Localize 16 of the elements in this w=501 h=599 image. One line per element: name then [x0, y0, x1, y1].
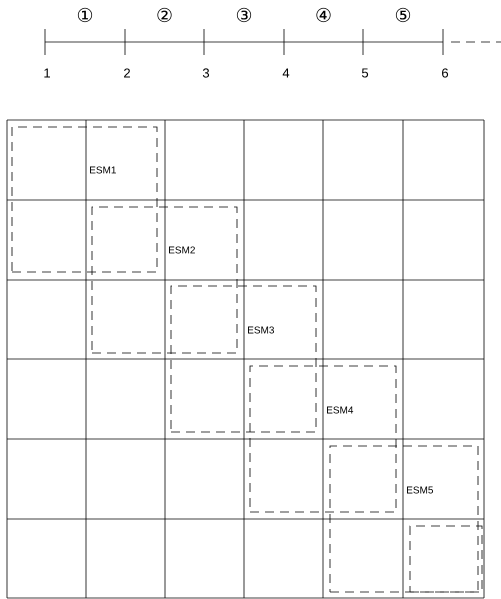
tick-label: 2: [124, 68, 130, 78]
dashed-square: ESM2: [92, 206, 238, 354]
segment-number: ⑤: [396, 8, 410, 22]
tick-label: 6: [442, 68, 448, 78]
segment-number: ②: [157, 8, 172, 22]
tick-label: 3: [202, 68, 210, 78]
tick-label: 1: [44, 68, 50, 78]
dashed-square: ESM1: [12, 126, 158, 272]
segment-number: ④: [316, 8, 331, 22]
segment-number: ①: [78, 8, 92, 22]
segment-number: ③: [236, 8, 252, 22]
dashed-square: ESM5: [330, 446, 478, 592]
dashed-square: ESM4: [250, 366, 396, 512]
dashed-square: ESM3: [170, 286, 316, 432]
tick-label: 4: [282, 68, 290, 78]
tick-label: 5: [362, 68, 368, 78]
